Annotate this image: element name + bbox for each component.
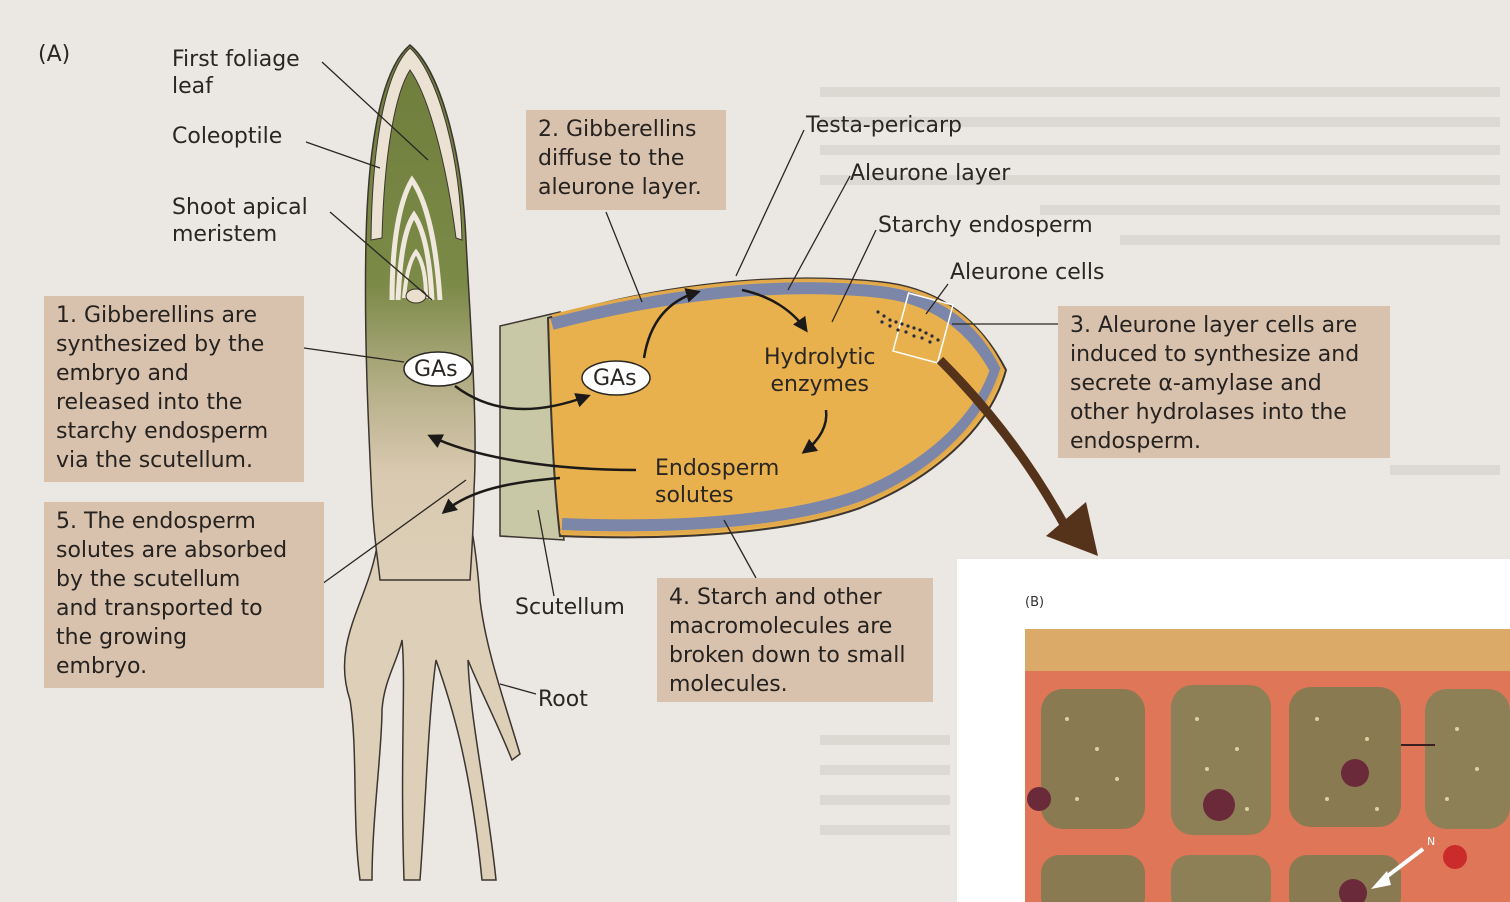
label-testa-pericarp: Testa-pericarp: [806, 112, 962, 139]
micrograph-image: [957, 559, 1510, 902]
label-coleoptile: Coleoptile: [172, 123, 282, 150]
label-first-foliage-leaf: First foliage leaf: [172, 46, 300, 100]
label-aleurone-layer: Aleurone layer: [850, 160, 1010, 187]
step-4-box: 4. Starch and other macromolecules are b…: [657, 578, 933, 702]
label-root: Root: [538, 686, 588, 713]
label-shoot-apical-meristem: Shoot apical meristem: [172, 194, 308, 248]
nucleus-marker: N: [1427, 835, 1435, 848]
step-1-box: 1. Gibberellins are synthesized by the e…: [44, 296, 304, 482]
label-scutellum: Scutellum: [515, 594, 625, 621]
panel-b-letter: (B): [1025, 595, 1044, 610]
panel-b-micrograph: (B) N: [957, 559, 1510, 902]
label-gas-endosperm: GAs: [593, 365, 637, 392]
label-starchy-endosperm: Starchy endosperm: [878, 212, 1093, 239]
step-2-box: 2. Gibberellins diffuse to the aleurone …: [526, 110, 726, 210]
panel-a-letter: (A): [38, 42, 70, 67]
embryo-shoot: [365, 45, 475, 580]
label-endosperm-solutes: Endosperm solutes: [655, 455, 779, 509]
label-hydrolytic-enzymes: Hydrolytic enzymes: [764, 344, 876, 398]
step-5-box: 5. The endosperm solutes are absorbed by…: [44, 502, 324, 688]
label-gas-embryo: GAs: [414, 356, 458, 383]
step-3-box: 3. Aleurone layer cells are induced to s…: [1058, 306, 1390, 458]
label-aleurone-cells: Aleurone cells: [950, 259, 1104, 286]
